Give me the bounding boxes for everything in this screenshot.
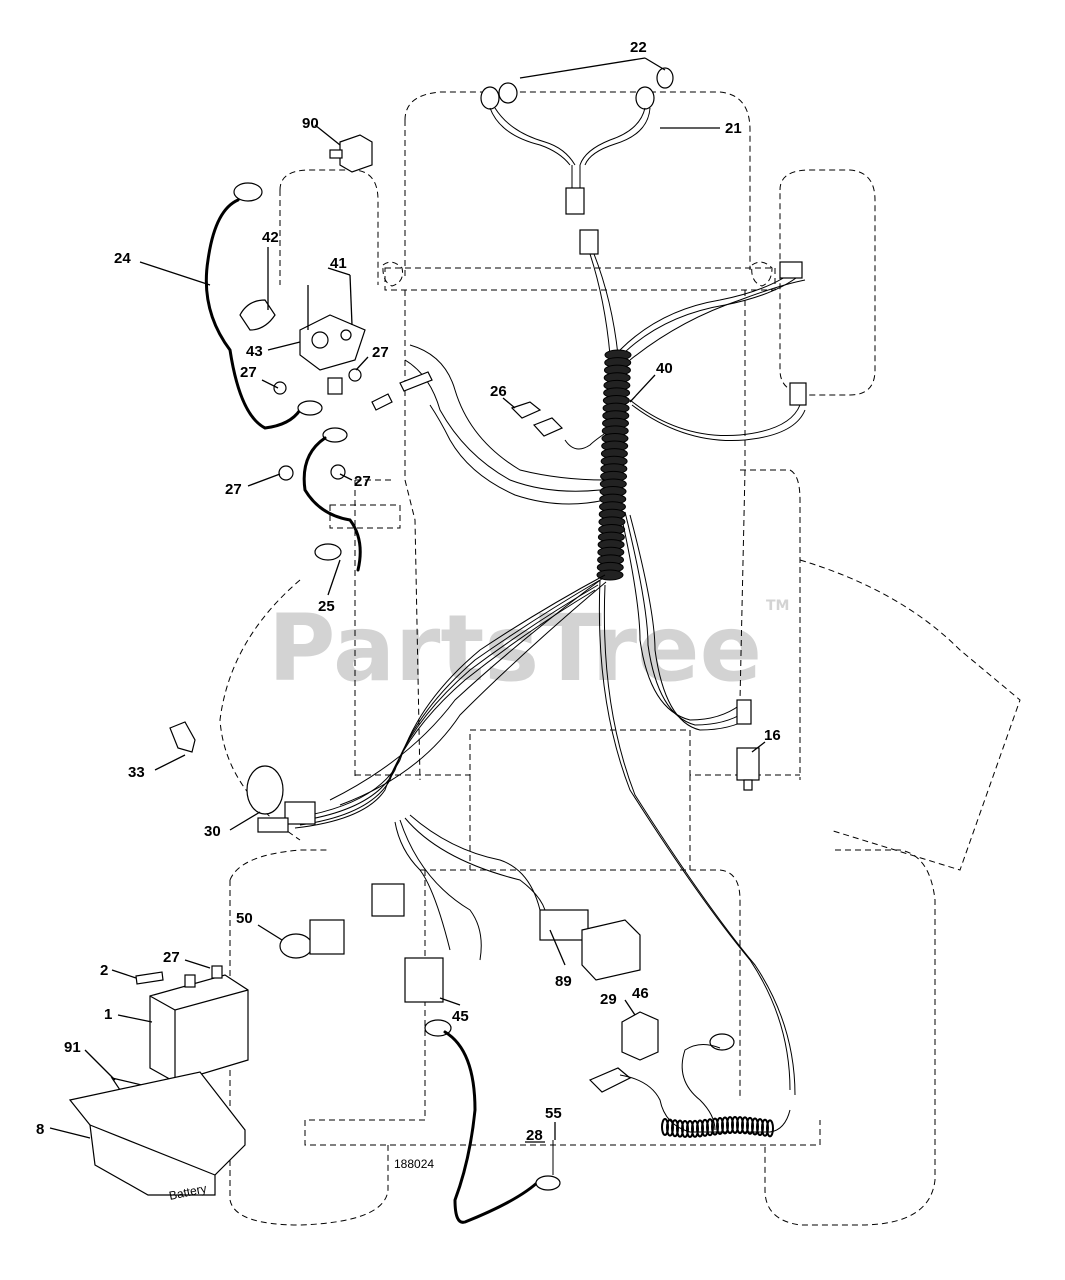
callout-55: 55 xyxy=(545,1105,562,1122)
solenoid-assembly xyxy=(239,274,433,481)
part-90-key xyxy=(329,134,373,173)
callout-29: 29 xyxy=(600,991,617,1008)
callout-46: 46 xyxy=(632,985,649,1002)
part-16-relay xyxy=(736,747,760,791)
callout-16: 16 xyxy=(764,727,781,744)
leader-lines xyxy=(49,57,766,1143)
callout-40: 40 xyxy=(656,360,673,377)
part-28-cable xyxy=(424,1019,791,1224)
callout-41: 41 xyxy=(330,255,347,272)
callout-25: 25 xyxy=(318,598,335,615)
part-26-connector xyxy=(510,401,564,437)
watermark-tm: TM xyxy=(766,598,789,614)
callout-22: 22 xyxy=(630,39,647,56)
callout-1: 1 xyxy=(104,1006,112,1023)
callout-42: 42 xyxy=(262,229,279,246)
callout-90: 90 xyxy=(302,115,319,132)
battery-assembly xyxy=(68,965,249,1196)
lower-coil-cord xyxy=(661,1116,774,1138)
callout-45: 45 xyxy=(452,1008,469,1025)
callout-2: 2 xyxy=(100,962,108,979)
callout-27-d: 27 xyxy=(354,473,371,490)
callout-50: 50 xyxy=(236,910,253,927)
harness-loom xyxy=(596,349,632,581)
callout-27-a: 27 xyxy=(240,364,257,381)
callout-89: 89 xyxy=(555,973,572,990)
lower-components xyxy=(279,883,659,1061)
wiring-harness xyxy=(294,229,807,1096)
headlight-assembly xyxy=(480,67,674,215)
part-25-cable xyxy=(302,427,362,572)
callout-21: 21 xyxy=(725,120,742,137)
callout-27-c: 27 xyxy=(225,481,242,498)
callout-27-e: 27 xyxy=(163,949,180,966)
callout-28: 28 xyxy=(526,1127,543,1144)
watermark: PartsTree xyxy=(268,595,762,702)
callout-24: 24 xyxy=(114,250,131,267)
callout-43: 43 xyxy=(246,343,263,360)
callout-30: 30 xyxy=(204,823,221,840)
part-30-switch xyxy=(246,765,316,833)
callout-27-b: 27 xyxy=(372,344,389,361)
part-24-cable xyxy=(204,182,323,430)
callout-labels: 22 21 90 24 42 41 43 27 27 27 27 40 26 2… xyxy=(36,39,781,1144)
callout-33: 33 xyxy=(128,764,145,781)
callout-26: 26 xyxy=(490,383,507,400)
callout-91: 91 xyxy=(64,1039,81,1056)
callout-8: 8 xyxy=(36,1121,44,1138)
part-33-bracket xyxy=(169,721,196,753)
coil-cord-segment xyxy=(766,1119,774,1138)
loom-coil-segment xyxy=(596,569,624,581)
drawing-number: 188024 xyxy=(394,1157,434,1171)
